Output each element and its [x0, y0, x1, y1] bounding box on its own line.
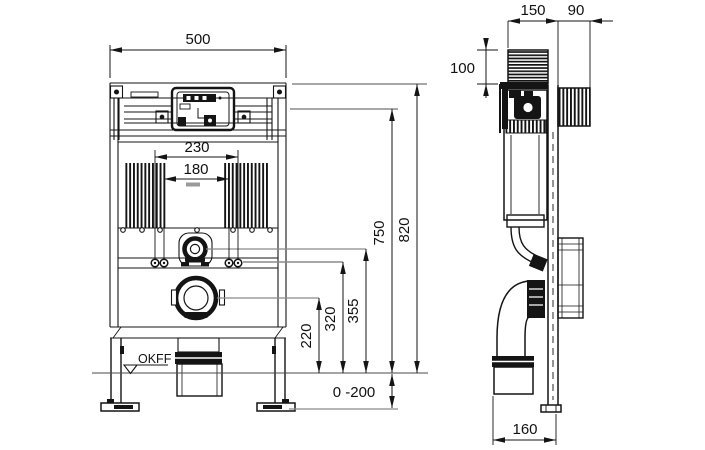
dim-total-height-820: 820	[396, 84, 420, 373]
frame-upright-side	[540, 85, 562, 413]
dim-depth-150-90: 150 90	[507, 2, 613, 124]
dim-fixing-inner-label: 180	[183, 161, 208, 178]
floor-level-marker: OKFF	[122, 352, 172, 375]
dim-leg-adjust-label: 0 -200	[333, 384, 376, 401]
cistern-side	[503, 89, 548, 228]
reference-lines	[92, 83, 428, 410]
dim-fixing-outer-label: 230	[184, 139, 209, 156]
flush-pipe-connection	[178, 232, 213, 267]
wc-fixing-rail	[118, 257, 278, 269]
dim-outlet-depth-160: 160	[492, 396, 557, 445]
cistern-control-unit	[170, 86, 236, 132]
dim-outlet-depth-label: 160	[512, 421, 537, 438]
dim-housing-label: 100	[450, 60, 475, 77]
outlet-elbow	[492, 280, 545, 395]
dim-upper-label: 750	[371, 220, 388, 245]
outlet-connection	[170, 275, 226, 321]
dim-upper-750: 750	[371, 109, 395, 373]
dim-flush-height-label: 355	[345, 298, 362, 323]
outlet-pipe-front	[175, 337, 223, 397]
side-view	[492, 49, 591, 413]
dim-leg-adjust: 0 -200	[333, 374, 395, 408]
dim-front-offset-label: 90	[568, 2, 585, 19]
front-dimensions: 500 230 180 220	[109, 31, 420, 408]
dim-total-height-label: 820	[396, 217, 413, 242]
dim-outlet-height-label: 220	[298, 323, 315, 348]
dim-width-500: 500	[109, 31, 287, 78]
inlet-corrugated-pipe	[557, 87, 591, 127]
dim-flush-height-355: 355	[345, 249, 369, 373]
dim-bolt-height-label: 320	[322, 306, 339, 331]
frame-base	[100, 326, 296, 412]
dim-fixing-inner-180: 180	[163, 161, 230, 258]
wc-connection-block	[557, 237, 584, 319]
corrugated-side-panels	[118, 163, 278, 233]
dim-housing-100: 100	[450, 38, 498, 98]
dim-depth-label: 150	[520, 2, 545, 19]
dim-bolt-height-320: 320	[322, 262, 346, 373]
okff-label: OKFF	[138, 352, 172, 366]
flush-valve-mechanism	[499, 84, 547, 134]
flush-plate-housing	[500, 49, 549, 89]
dim-outlet-height-220: 220	[298, 298, 322, 373]
dim-width-label: 500	[185, 31, 210, 48]
dim-fixing-outer-230: 230	[154, 139, 239, 258]
front-view	[100, 82, 296, 412]
flush-pipe-side	[510, 226, 548, 272]
side-dimensions: 150 90 100 160	[450, 2, 613, 445]
